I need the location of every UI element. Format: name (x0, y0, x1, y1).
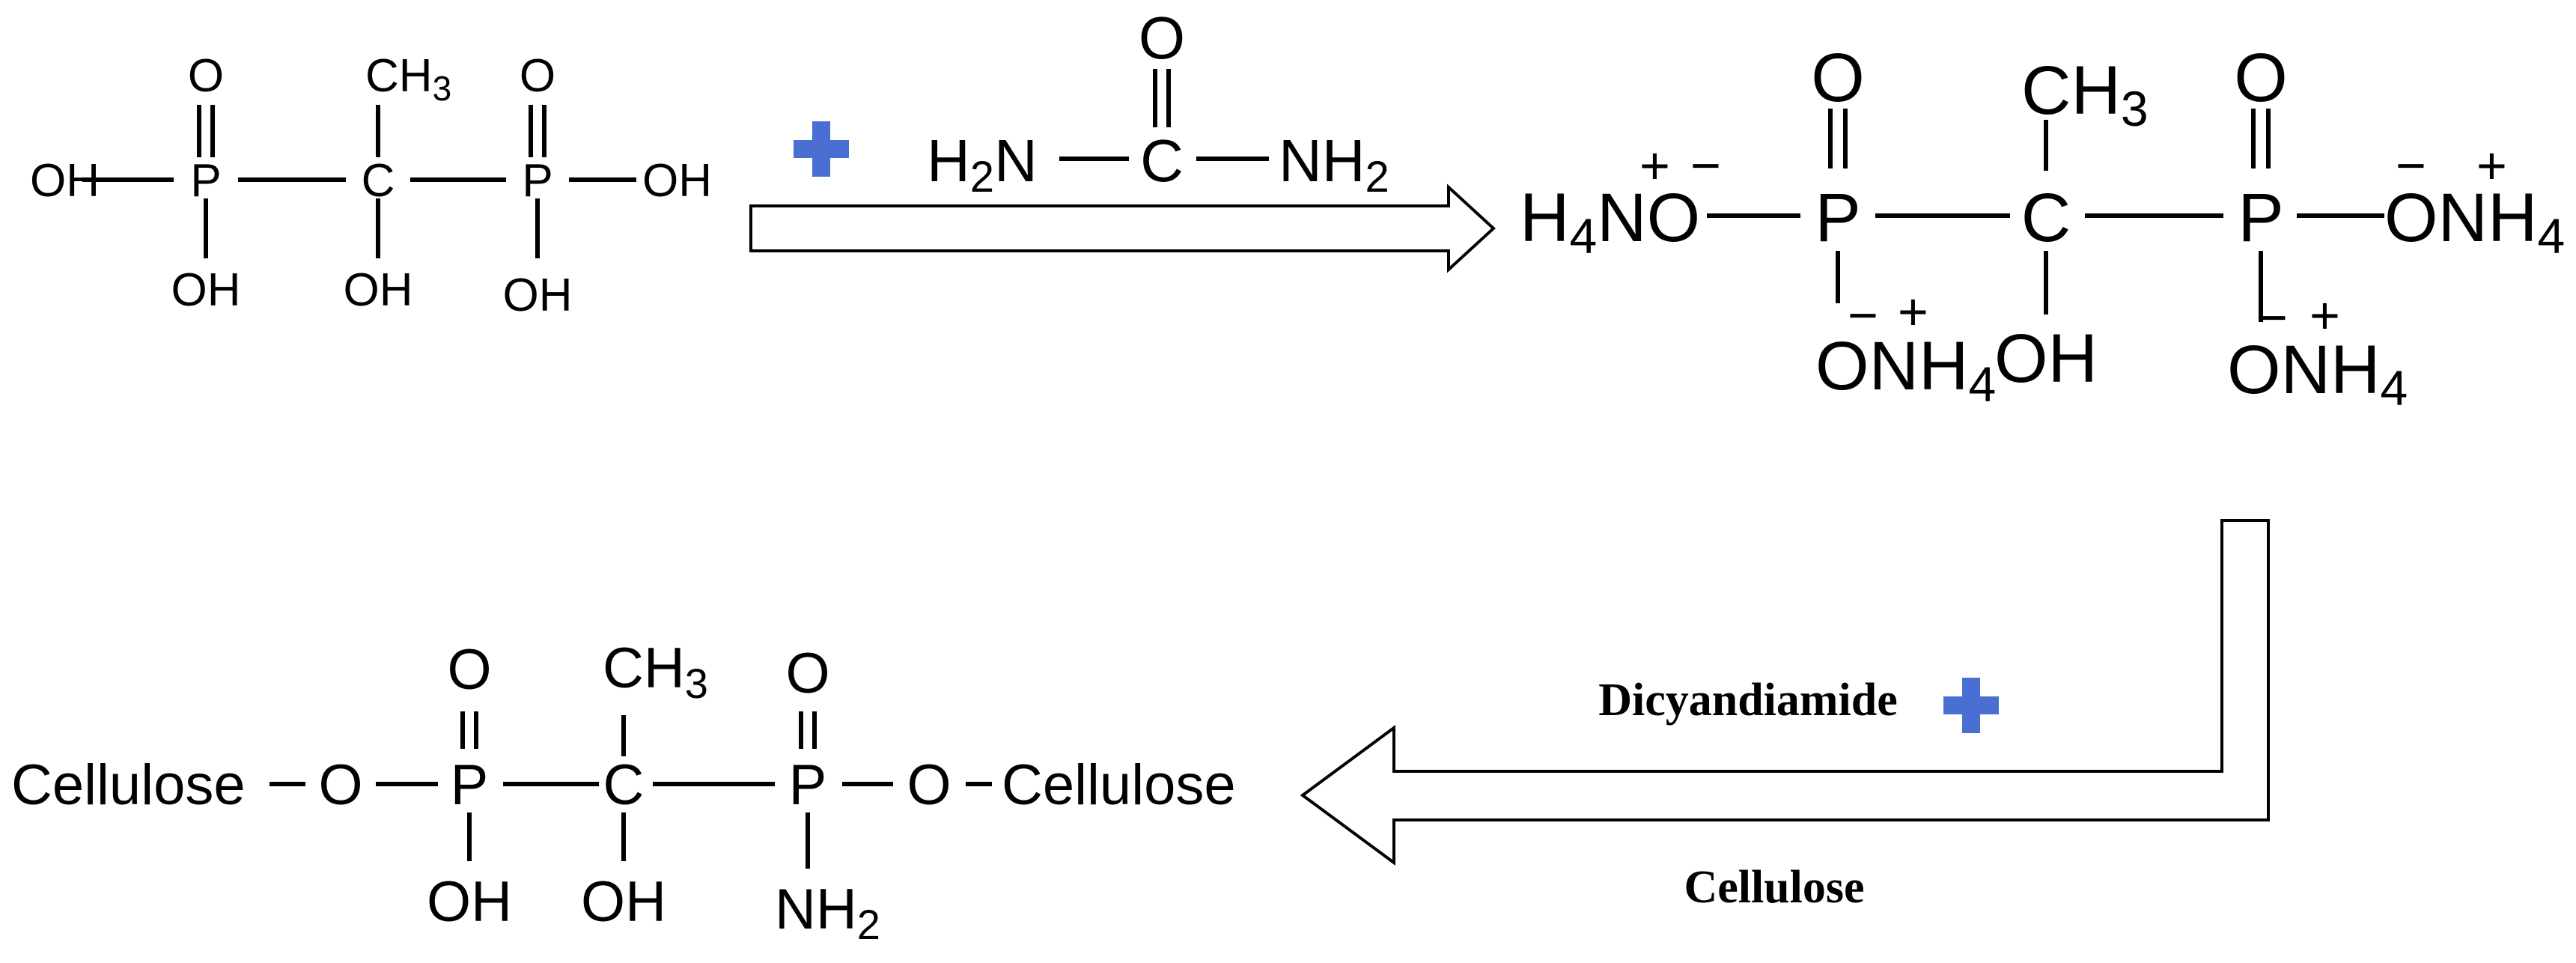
charge-plus: + (2476, 136, 2507, 195)
atom-label: O (318, 753, 362, 817)
plus-icon (1943, 678, 1999, 733)
atom-label: H2N (927, 127, 1038, 201)
charge-plus: + (1898, 282, 1928, 341)
charge-plus: + (2309, 286, 2340, 344)
atom-label: OH (171, 264, 241, 316)
atom-label: OH (427, 870, 512, 934)
charge-plus: + (1639, 136, 1670, 195)
atom-label: OH (344, 264, 413, 316)
atom-label: CH3 (365, 50, 451, 108)
atom-label: OH (503, 270, 573, 321)
atom-label: O (447, 638, 491, 702)
atom-label: P (1815, 180, 1860, 256)
atom-label: CH3 (603, 637, 708, 707)
atom-label: Cellulose (1002, 753, 1236, 817)
reaction-arrow-right (749, 183, 1496, 273)
reactant-hedp: O CH3 O OH P C P OH OH OH OH (30, 50, 712, 321)
atom-label: O (1139, 4, 1185, 71)
atom-label: O (2234, 40, 2288, 116)
atom-label: C (1140, 127, 1184, 194)
product-cellulose-phosphonate: O CH3 O Cellulose O P C P O Cellulose OH… (11, 637, 1236, 948)
plus-icon-bar (794, 140, 849, 158)
substrate-label-cellulose: Cellulose (1684, 862, 1864, 913)
plus-icon (794, 121, 849, 177)
atom-label: O (907, 753, 951, 817)
atom-label: C (603, 753, 645, 817)
charge-minus: − (2396, 136, 2426, 195)
atom-label: P (2238, 180, 2283, 256)
plus-icon-bar (1943, 696, 1999, 714)
atom-label: P (522, 155, 552, 207)
charge-minus: − (2257, 288, 2288, 347)
atom-label: OH (1994, 321, 2098, 397)
reaction-arrow-left (1300, 519, 2270, 866)
atom-label: P (789, 753, 827, 817)
atom-label: OH (30, 155, 100, 207)
atom-label: OH (581, 870, 666, 934)
atom-label: OH (642, 155, 712, 207)
reagent-urea: O H2N C NH2 (927, 4, 1389, 201)
atom-label: O (188, 50, 224, 102)
atom-label: ONH4 (2384, 180, 2565, 264)
atom-label: P (190, 155, 221, 207)
atom-label: P (451, 753, 489, 817)
atom-label: C (2021, 180, 2071, 256)
atom-label: H4NO (1520, 180, 1700, 264)
atom-label: NH2 (775, 878, 880, 948)
atom-label: NH2 (1279, 127, 1389, 201)
atom-label: ONH4 (1815, 328, 1996, 412)
charge-minus: − (1690, 136, 1721, 195)
atom-label: C (362, 155, 395, 207)
intermediate-ammonium-salt: O CH3 O H4NO + − P C P ONH4 − + ONH4 − +… (1520, 40, 2565, 416)
atom-label: Cellulose (11, 753, 246, 817)
atom-label: ONH4 (2227, 332, 2408, 416)
atom-label: O (785, 642, 829, 705)
atom-label: O (1811, 40, 1865, 116)
reagent-label-dicyandiamide: Dicyandiamide (1598, 675, 1898, 726)
atom-label: CH3 (2021, 52, 2149, 136)
atom-label: O (520, 50, 555, 102)
charge-minus: − (1848, 286, 1878, 344)
